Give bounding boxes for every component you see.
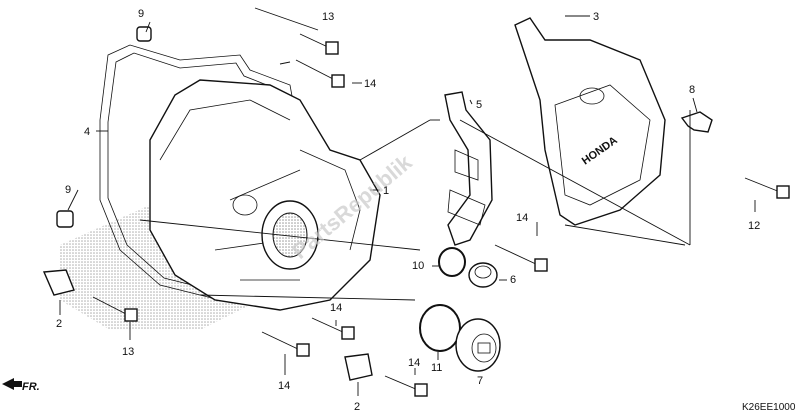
callout-14: 14 — [330, 302, 342, 314]
cover-boss — [232, 194, 258, 216]
callout-4: 4 — [84, 126, 90, 138]
bolt-part-14-right[interactable] — [494, 244, 548, 272]
callout-14: 14 — [516, 212, 528, 224]
callout-2: 2 — [56, 318, 62, 330]
callout-7: 7 — [477, 375, 483, 387]
callout-9: 9 — [138, 8, 144, 20]
bracket-lower-plate — [447, 189, 486, 226]
callout-14: 14 — [408, 357, 420, 369]
diagram-code: K26EE1000 — [742, 402, 796, 413]
bracket-part-5[interactable] — [444, 91, 493, 246]
bolt-part-12[interactable] — [744, 177, 790, 199]
collar-part-9-left[interactable] — [56, 210, 74, 228]
callout-13: 13 — [322, 11, 334, 23]
bolt-part-14-mid[interactable] — [311, 317, 355, 340]
callout-12: 12 — [748, 220, 760, 232]
callout-3: 3 — [593, 11, 599, 23]
bolt-part-14-bottom[interactable] — [384, 375, 428, 397]
bracket-slot — [454, 149, 479, 181]
bolt-part-13-left[interactable] — [92, 296, 138, 322]
front-direction-arrow: FR. — [2, 378, 40, 393]
callout-6: 6 — [510, 274, 516, 286]
callout-1: 1 — [383, 185, 389, 197]
cap-part-6[interactable] — [468, 262, 498, 288]
clamp-part-2-left[interactable] — [42, 269, 75, 296]
cover-rib-1 — [159, 99, 291, 161]
callout-14: 14 — [364, 78, 376, 90]
callout-13: 13 — [122, 346, 134, 358]
left-crankcase-cover-part-1[interactable] — [149, 79, 381, 311]
cap-part-7[interactable] — [455, 318, 501, 372]
outer-cover-inner — [554, 84, 651, 206]
o-ring-part-10[interactable] — [438, 247, 466, 277]
o-ring-part-11[interactable] — [419, 304, 461, 352]
callout-8: 8 — [689, 84, 695, 96]
callout-10: 10 — [412, 260, 424, 272]
callout-9: 9 — [65, 184, 71, 196]
outer-cover-vent — [579, 87, 605, 105]
callout-14: 14 — [278, 380, 290, 392]
outer-cover-part-3[interactable] — [514, 17, 666, 226]
bolt-part-14-top[interactable] — [295, 59, 345, 88]
callout-11: 11 — [431, 362, 442, 374]
bolt-part-13-top[interactable] — [299, 33, 339, 55]
front-label: FR. — [22, 381, 40, 393]
leader-lines — [59, 7, 756, 396]
collar-part-9-top[interactable] — [136, 26, 152, 42]
cover-rib-2 — [299, 149, 361, 251]
clip-part-8[interactable] — [680, 111, 713, 133]
cover-port-inner — [272, 212, 308, 258]
clamp-part-2-bottom[interactable] — [344, 353, 373, 381]
bolt-part-14-lower[interactable] — [261, 331, 310, 357]
callout-5: 5 — [476, 99, 482, 111]
callout-2: 2 — [354, 401, 360, 413]
